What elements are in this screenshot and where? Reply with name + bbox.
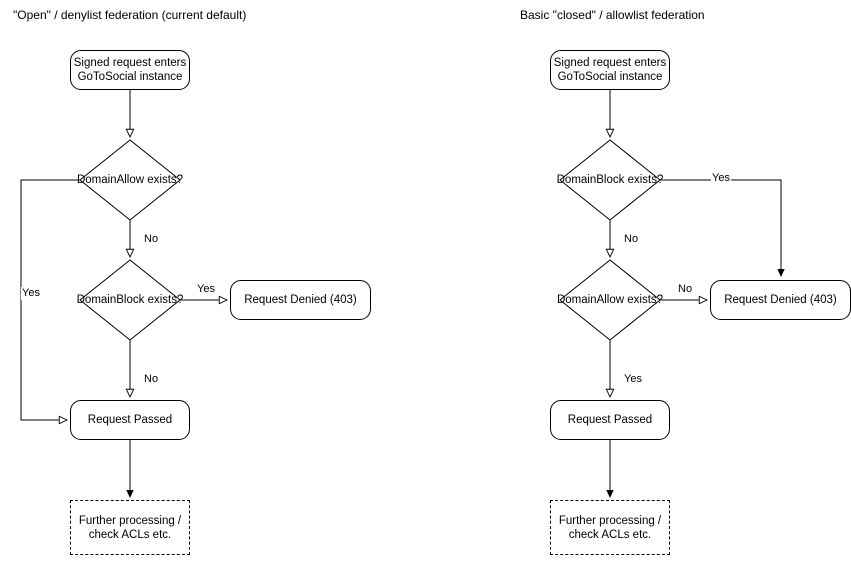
node-start-left-line1: Signed request enters [73,57,187,69]
node-start-left-line2: GoToSocial instance [77,71,183,83]
edge-label-allow-no-right: No [677,283,694,296]
node-request-passed-right-label: Request Passed [567,414,653,426]
diamond-domainallow-right [559,259,661,341]
node-further-processing-right-line2: check ACLs etc. [568,528,652,541]
edge-label-block-no-right: No [623,233,640,246]
node-request-passed-right[interactable]: Request Passed [550,400,670,440]
node-request-denied-right[interactable]: Request Denied (403) [710,280,851,320]
node-start-left[interactable]: Signed request enters GoToSocial instanc… [70,50,190,90]
node-further-processing-left-line2: check ACLs etc. [88,528,172,541]
node-further-processing-left-line1: Further processing / [78,514,182,527]
edge-allow-yes-loop [20,179,80,420]
node-further-processing-right[interactable]: Further processing / check ACLs etc. [550,500,670,555]
diamond-domainblock-right [559,139,661,221]
edge-label-allow-yes-left: Yes [21,287,41,300]
diamond-domainallow-left [79,139,181,221]
diamond-domainblock-left [79,259,181,341]
node-further-processing-left[interactable]: Further processing / check ACLs etc. [70,500,190,555]
node-request-passed-left-label: Request Passed [87,414,173,426]
edge-label-block-yes-left: Yes [196,283,216,296]
node-start-right[interactable]: Signed request enters GoToSocial instanc… [550,50,670,90]
node-request-passed-left[interactable]: Request Passed [70,400,190,440]
node-request-denied-left-label: Request Denied (403) [244,294,357,306]
edge-label-block-no-left: No [143,373,160,386]
edge-label-allow-yes-right: Yes [623,373,643,386]
node-request-denied-left[interactable]: Request Denied (403) [230,280,371,320]
diagram-title-left: "Open" / denylist federation (current de… [13,8,247,22]
edge-label-allow-no-left: No [143,233,160,246]
node-start-right-line1: Signed request enters [553,57,667,69]
node-further-processing-right-line1: Further processing / [558,514,662,527]
edge-block-yes-to-denied-right [660,179,781,276]
node-request-denied-right-label: Request Denied (403) [724,294,837,306]
diagram-title-right: Basic "closed" / allowlist federation [520,8,705,22]
node-start-right-line2: GoToSocial instance [557,71,663,83]
edge-label-block-yes-right: Yes [711,172,731,185]
